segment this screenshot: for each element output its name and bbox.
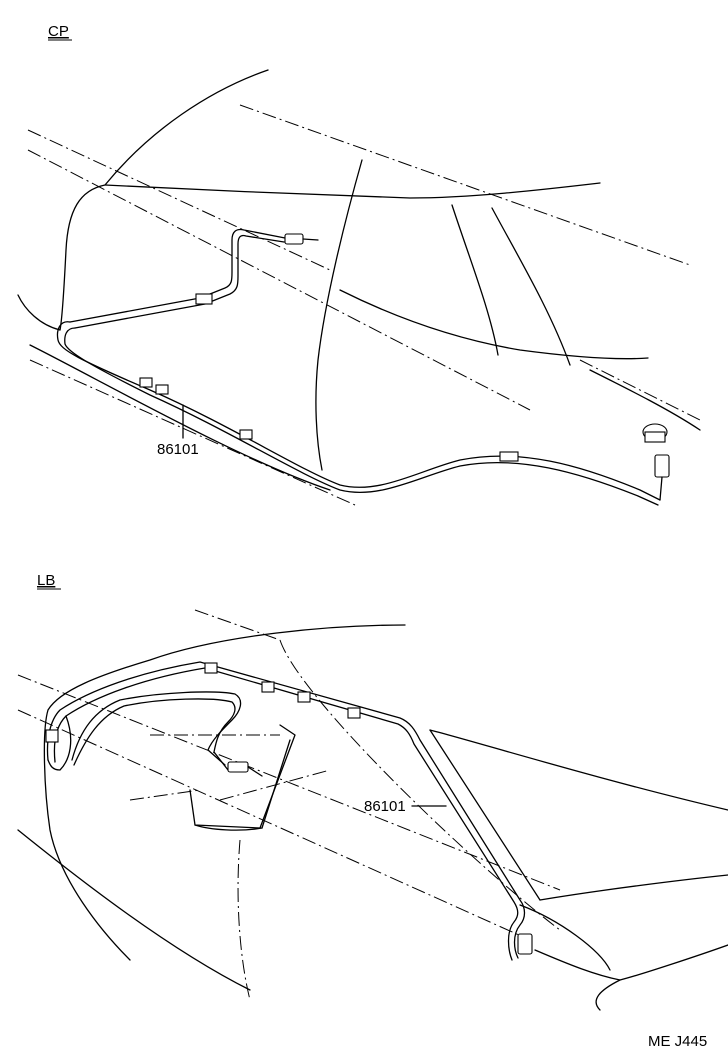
lb-clamp (204, 662, 218, 674)
lb-antenna-cord (45, 661, 533, 961)
lb-section-label: LB (37, 572, 55, 589)
cp-antenna-cord (56, 228, 670, 506)
lb-car-body (17, 609, 728, 1011)
cp-clamp (239, 429, 253, 440)
cp-clamp (139, 377, 153, 388)
lb-section: LB (17, 572, 728, 1011)
lb-clamp (347, 707, 361, 719)
cp-radio-plug (284, 233, 304, 245)
cp-antenna-base (644, 431, 666, 443)
cp-clamp (155, 384, 169, 395)
cp-part-number: 86101 (157, 441, 199, 458)
lb-antenna-connector (517, 933, 533, 955)
lb-clamp (261, 681, 275, 693)
lb-radio-plug (227, 761, 249, 773)
cp-cord-joint (195, 293, 213, 305)
lb-clamp (297, 691, 311, 703)
lb-clamp (45, 729, 59, 743)
cp-car-body (17, 69, 701, 506)
cp-antenna-connector (654, 454, 670, 478)
lb-part-number: 86101 (364, 798, 406, 815)
footer-code: ME J445 (648, 1033, 707, 1050)
cp-section-label: CP (48, 23, 69, 40)
cp-cord-joint (499, 451, 519, 462)
cp-section: CP (17, 23, 701, 506)
